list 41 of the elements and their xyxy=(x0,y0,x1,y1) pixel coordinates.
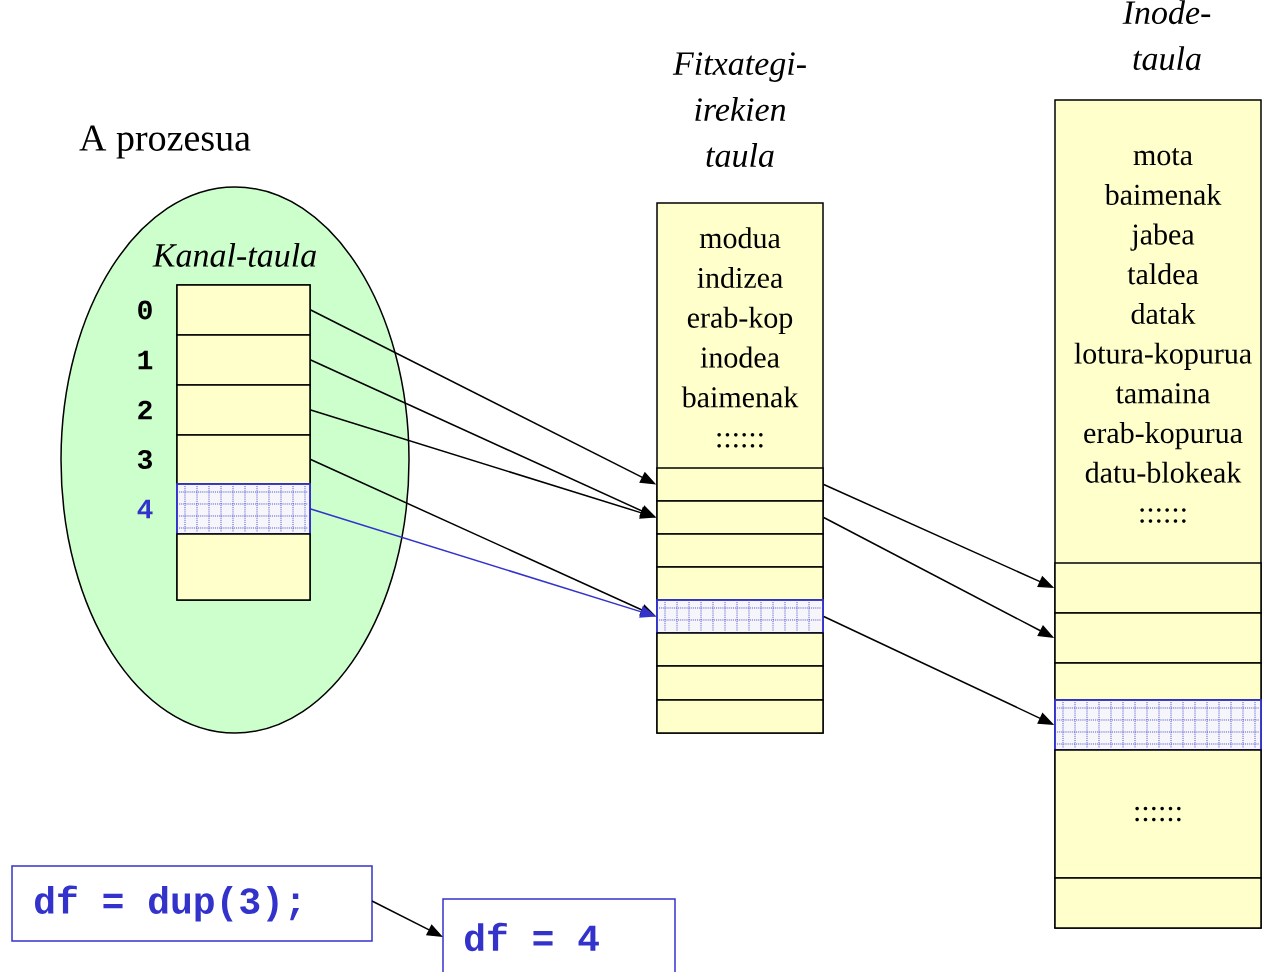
field-name: erab-kopurua xyxy=(1084,422,1243,450)
field-name: modua xyxy=(699,227,781,249)
table-row xyxy=(1054,612,1262,664)
table-row xyxy=(1054,877,1262,929)
table-row xyxy=(656,533,824,568)
table-heading: Fitxategi- irekien taula xyxy=(672,52,806,168)
index-number: 2 xyxy=(138,400,152,420)
index-number: 1 xyxy=(138,350,153,370)
field-name: jabea xyxy=(1130,223,1195,251)
field-name: tamaina xyxy=(1115,383,1211,404)
field-name: lotura-kopurua xyxy=(1074,342,1252,370)
table-row xyxy=(656,665,824,701)
field-name: mota xyxy=(1133,148,1193,166)
field-name: datak xyxy=(1131,303,1196,325)
field-name: baimenak xyxy=(1104,183,1222,205)
table-row xyxy=(656,500,824,535)
index-number: 3 xyxy=(137,450,152,469)
field-name: inodea xyxy=(700,346,780,368)
field-name: :::::: xyxy=(717,432,763,448)
table-row xyxy=(656,632,824,667)
highlighted-row xyxy=(1054,699,1262,751)
table-row xyxy=(656,699,824,734)
table-row xyxy=(656,566,824,601)
table-heading: Kanal-taula xyxy=(152,243,316,267)
highlighted-row xyxy=(656,599,824,634)
field-name: datu-blokeak xyxy=(1085,461,1242,483)
field-name: erab-kop xyxy=(687,306,793,334)
index-number: 4 xyxy=(137,499,153,519)
index-number: 0 xyxy=(138,300,152,320)
table-row xyxy=(1054,562,1262,614)
table-row xyxy=(1054,662,1262,701)
table-row xyxy=(176,533,311,601)
field-name: :::::: xyxy=(1140,508,1186,523)
field-name: baimenak xyxy=(681,386,799,408)
field-name: taldea xyxy=(1127,263,1199,285)
table-row xyxy=(656,467,824,502)
field-name: indizea xyxy=(697,267,783,289)
process-title: A prozesua xyxy=(79,125,251,159)
code-box: df = 4 xyxy=(442,898,676,972)
code-box: df = dup(3); xyxy=(11,865,373,942)
table-heading: Inode- taula xyxy=(1122,0,1211,71)
